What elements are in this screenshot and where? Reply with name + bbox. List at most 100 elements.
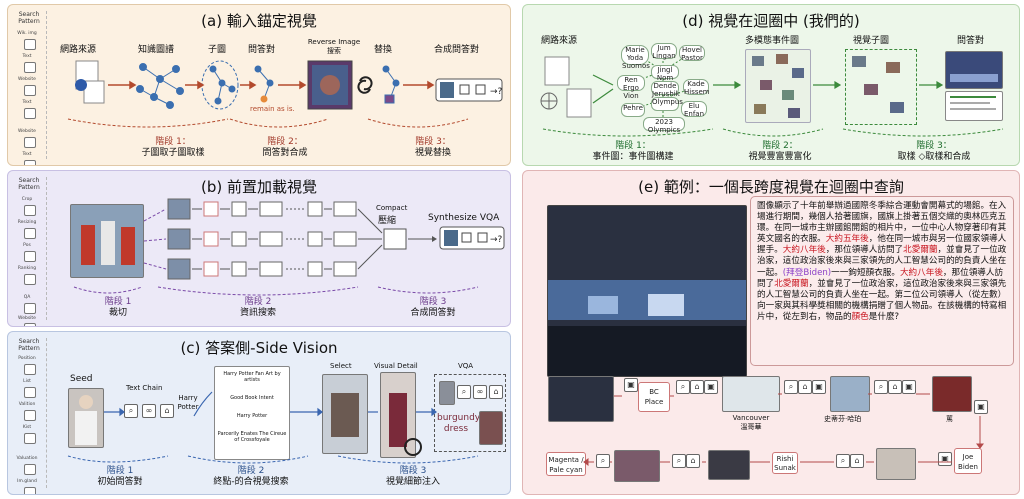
stage-c1-desc: 初始問答對 (97, 477, 143, 487)
subgraph-label: 子圖 (208, 45, 227, 55)
pattern-step-icon (24, 160, 36, 165)
pattern-step-icon (24, 303, 36, 314)
search-icon (231, 261, 247, 277)
panel-c-answer-side-vision: (c) 答案側-Side Vision Search Pattern Posit… (7, 331, 511, 495)
stage-c1-title: 階段 1 (106, 466, 134, 476)
row-arrows (192, 208, 383, 270)
pattern-step-icon (24, 228, 36, 239)
stage-brackets (67, 455, 479, 464)
compressed-doc-icon (383, 228, 407, 250)
pattern-step-icon (24, 205, 36, 216)
compress-label: 壓縮 (378, 216, 397, 226)
stage-b1-title: 階段 1 (104, 297, 132, 307)
stage-a2: 階段 2： 問答對合成 (240, 137, 330, 159)
stage-a1: 階段 1： 子圖取子圖取樣 (118, 137, 228, 159)
search-icon: ⌕ (784, 380, 798, 394)
qa-output-image (945, 51, 1003, 89)
pattern-step-icon (24, 410, 36, 421)
pattern-step-icon (24, 387, 36, 398)
crop-row-1 (167, 198, 357, 220)
result-doc-icon (259, 201, 283, 217)
side-label: Resizing (17, 220, 37, 225)
event-node: Marie Yoda Suomos (621, 45, 650, 70)
side-label: Pos (23, 243, 31, 248)
event-node: Elu Enfan (681, 101, 707, 118)
stage-d1-title: 階段 1： (615, 141, 651, 151)
search-icon (307, 231, 323, 247)
panel-c-search-pattern: Search Pattern Position List Valition Ki… (12, 338, 47, 494)
side-label: Website (18, 129, 36, 134)
image-search-icon (203, 201, 219, 217)
chain-photo-stadium (548, 376, 614, 422)
chain-photo-meeting (876, 448, 916, 480)
pattern-step-icon (24, 487, 36, 494)
question-highlight: 顏色 (851, 311, 869, 322)
side-label: Valition (18, 402, 36, 407)
pattern-step-icon (24, 323, 36, 326)
web-connectors (592, 74, 944, 104)
result-item: Parcerily Enates The Cireue of Crossfoya… (217, 431, 287, 443)
museum-icon: ⌂ (850, 454, 864, 468)
stage-b3-desc: 合成問答對 (410, 308, 456, 318)
synthesize-vqa-label: Synthesize VQA (428, 213, 500, 223)
panel-d-title: (d) 視覺在迴圈中 (我們的) (682, 12, 860, 30)
search-icon (307, 201, 323, 217)
visual-detail-label: Visual Detail (374, 362, 418, 370)
pattern-step-icon (24, 62, 36, 73)
stage-brackets (73, 286, 479, 296)
side-label: Ranking (17, 266, 37, 271)
webpage-icon (83, 80, 105, 104)
stage-a3: 階段 3： 視覺替換 (388, 137, 478, 159)
reverse-image-search-label: Reverse Image 搜索 (307, 38, 361, 55)
result-item: Harry Potter Fan Art by artists (223, 371, 281, 383)
panel-c-title: (c) 答案側-Side Vision (180, 339, 338, 357)
side-label: Valuation (16, 456, 38, 461)
image-search-icon: ▣ (812, 380, 826, 394)
event-node: Pehre (621, 103, 645, 117)
museum-icon: ⌂ (686, 454, 700, 468)
stage-b1: 階段 1 裁切 (88, 297, 148, 319)
panel-e-title: (e) 範例：一個長跨度視覺在迴圈中查詢 (638, 178, 904, 196)
question-text: ，並會見了一位政治家，這位政治家後來與三家領先的人工智慧公司的負責人坐在一起。第… (757, 278, 1007, 322)
search-icon: ⌕ (124, 404, 138, 418)
crop-connectors (143, 208, 167, 270)
result-doc-icon (333, 201, 357, 217)
search-results-panel: Harry Potter Fan Art by artists Good Boo… (214, 366, 290, 460)
search-pattern-header: Search Pattern (18, 338, 40, 352)
svg-text:→?: →? (490, 87, 503, 97)
result-doc-icon (259, 261, 283, 277)
answer-label: burgundy dress (437, 413, 481, 434)
image-search-icon (203, 261, 219, 277)
question-text-box: 圖像顯示了十年前舉辦過國際冬季綜合運動會開幕式的場館。在入場進行期間，幾個人拾著… (750, 196, 1014, 366)
stage-brackets (67, 118, 469, 128)
stage-d3-title: 階段 3： (916, 141, 952, 151)
side-label: Wik. img (17, 31, 37, 36)
stage-d2-desc: 視覺豐富豐富化 (748, 152, 812, 162)
museum-icon: ⌂ (489, 385, 503, 399)
chain-arrows (583, 393, 984, 466)
selected-poster (322, 374, 368, 454)
stage-c1: 階段 1 初始問答對 (80, 466, 160, 488)
side-label: QA (23, 295, 31, 300)
pattern-step-icon (24, 251, 36, 262)
vqa-label: VQA (458, 362, 474, 370)
seed-label: Seed (70, 374, 93, 384)
result-doc-icon (333, 261, 357, 277)
search-icon: ⌕ (672, 454, 686, 468)
stage-b3: 階段 3 合成問答對 (393, 297, 473, 319)
web-source-label: 網路來源 (60, 45, 97, 55)
stage-c2-desc: 終點-的合視覺搜索 (213, 477, 289, 487)
remain-as-is-note: remain as is. (250, 105, 295, 113)
question-text: ，並會見了一位政治家，這位政治家後來與三家領先的人工智慧公司的的負責人坐在一起。 (757, 245, 1007, 278)
stage-d1: 階段 1： 事件圖：事件圖構建 (573, 141, 693, 163)
side-label: List (23, 379, 31, 384)
search-chain: ▣ BC Place ⌕ ⌂ ▣ Vancouver 溫哥華 ⌕ ⌂ ▣ 史蒂芬… (522, 372, 1020, 494)
event-node: Olympus (651, 97, 683, 111)
question-highlight: 大約八年後 (782, 245, 826, 256)
webpage-icon (544, 56, 570, 86)
question-text: 是什麼? (868, 311, 900, 322)
answer-node: Magenta / Pale cyan (546, 452, 586, 476)
search-icon: ⌕ (836, 454, 850, 468)
event-node: Hovel Pastor (679, 45, 705, 62)
stage-d2-title: 階段 2： (762, 141, 798, 151)
